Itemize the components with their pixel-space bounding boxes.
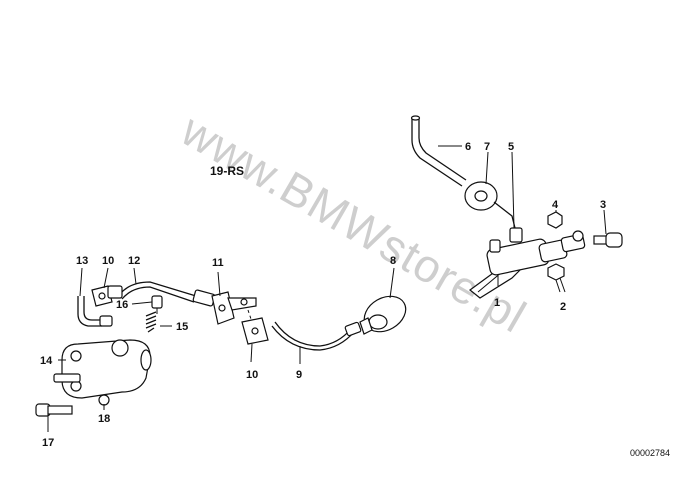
part-4-nut bbox=[547, 211, 563, 229]
callout-3: 3 bbox=[600, 199, 606, 211]
callouts: 1 2 3 4 5 6 7 8 9 10 10 11 12 13 14 15 1… bbox=[40, 141, 606, 449]
callout-15: 15 bbox=[176, 321, 188, 333]
callout-2: 2 bbox=[560, 301, 566, 313]
callout-6: 6 bbox=[465, 141, 471, 153]
part-17-bolt bbox=[35, 403, 73, 417]
callout-16: 16 bbox=[116, 299, 128, 311]
part-7-disc bbox=[464, 181, 498, 211]
diagram-code: 00002784 bbox=[630, 448, 670, 458]
callout-1: 1 bbox=[494, 297, 500, 309]
callout-10-left: 10 bbox=[102, 255, 114, 267]
callout-11: 11 bbox=[212, 257, 224, 269]
part-10-clip-left bbox=[91, 285, 113, 307]
part-14-slave-cylinder bbox=[53, 339, 152, 399]
part-5-pushrod bbox=[493, 201, 523, 243]
part-2-bolt bbox=[547, 263, 565, 293]
part-15-spring bbox=[145, 311, 157, 333]
part-16-bleed-screw bbox=[151, 295, 163, 314]
callout-10-right: 10 bbox=[246, 369, 258, 381]
group-label: 19-RS bbox=[210, 164, 244, 178]
part-9-hose bbox=[271, 321, 362, 351]
callout-14: 14 bbox=[40, 355, 53, 367]
part-6-pipe bbox=[410, 115, 467, 187]
callout-4: 4 bbox=[552, 199, 559, 211]
callout-5: 5 bbox=[508, 141, 514, 153]
part-10-clip-right bbox=[241, 317, 269, 345]
callout-7: 7 bbox=[484, 141, 490, 153]
callout-9: 9 bbox=[296, 369, 302, 381]
callout-8: 8 bbox=[390, 255, 396, 267]
leader-lines bbox=[47, 145, 607, 432]
part-18-washer bbox=[98, 394, 110, 406]
callout-13: 13 bbox=[76, 255, 88, 267]
part-13-hose-end bbox=[77, 285, 123, 327]
part-8-boot bbox=[359, 295, 407, 335]
callout-18: 18 bbox=[98, 413, 110, 425]
part-12-hose bbox=[119, 281, 216, 307]
part-3-bolt bbox=[593, 232, 623, 248]
part-11-bracket bbox=[211, 291, 257, 325]
callout-17: 17 bbox=[42, 437, 54, 449]
part-1-master-cylinder bbox=[469, 230, 586, 299]
callout-12: 12 bbox=[128, 255, 140, 267]
